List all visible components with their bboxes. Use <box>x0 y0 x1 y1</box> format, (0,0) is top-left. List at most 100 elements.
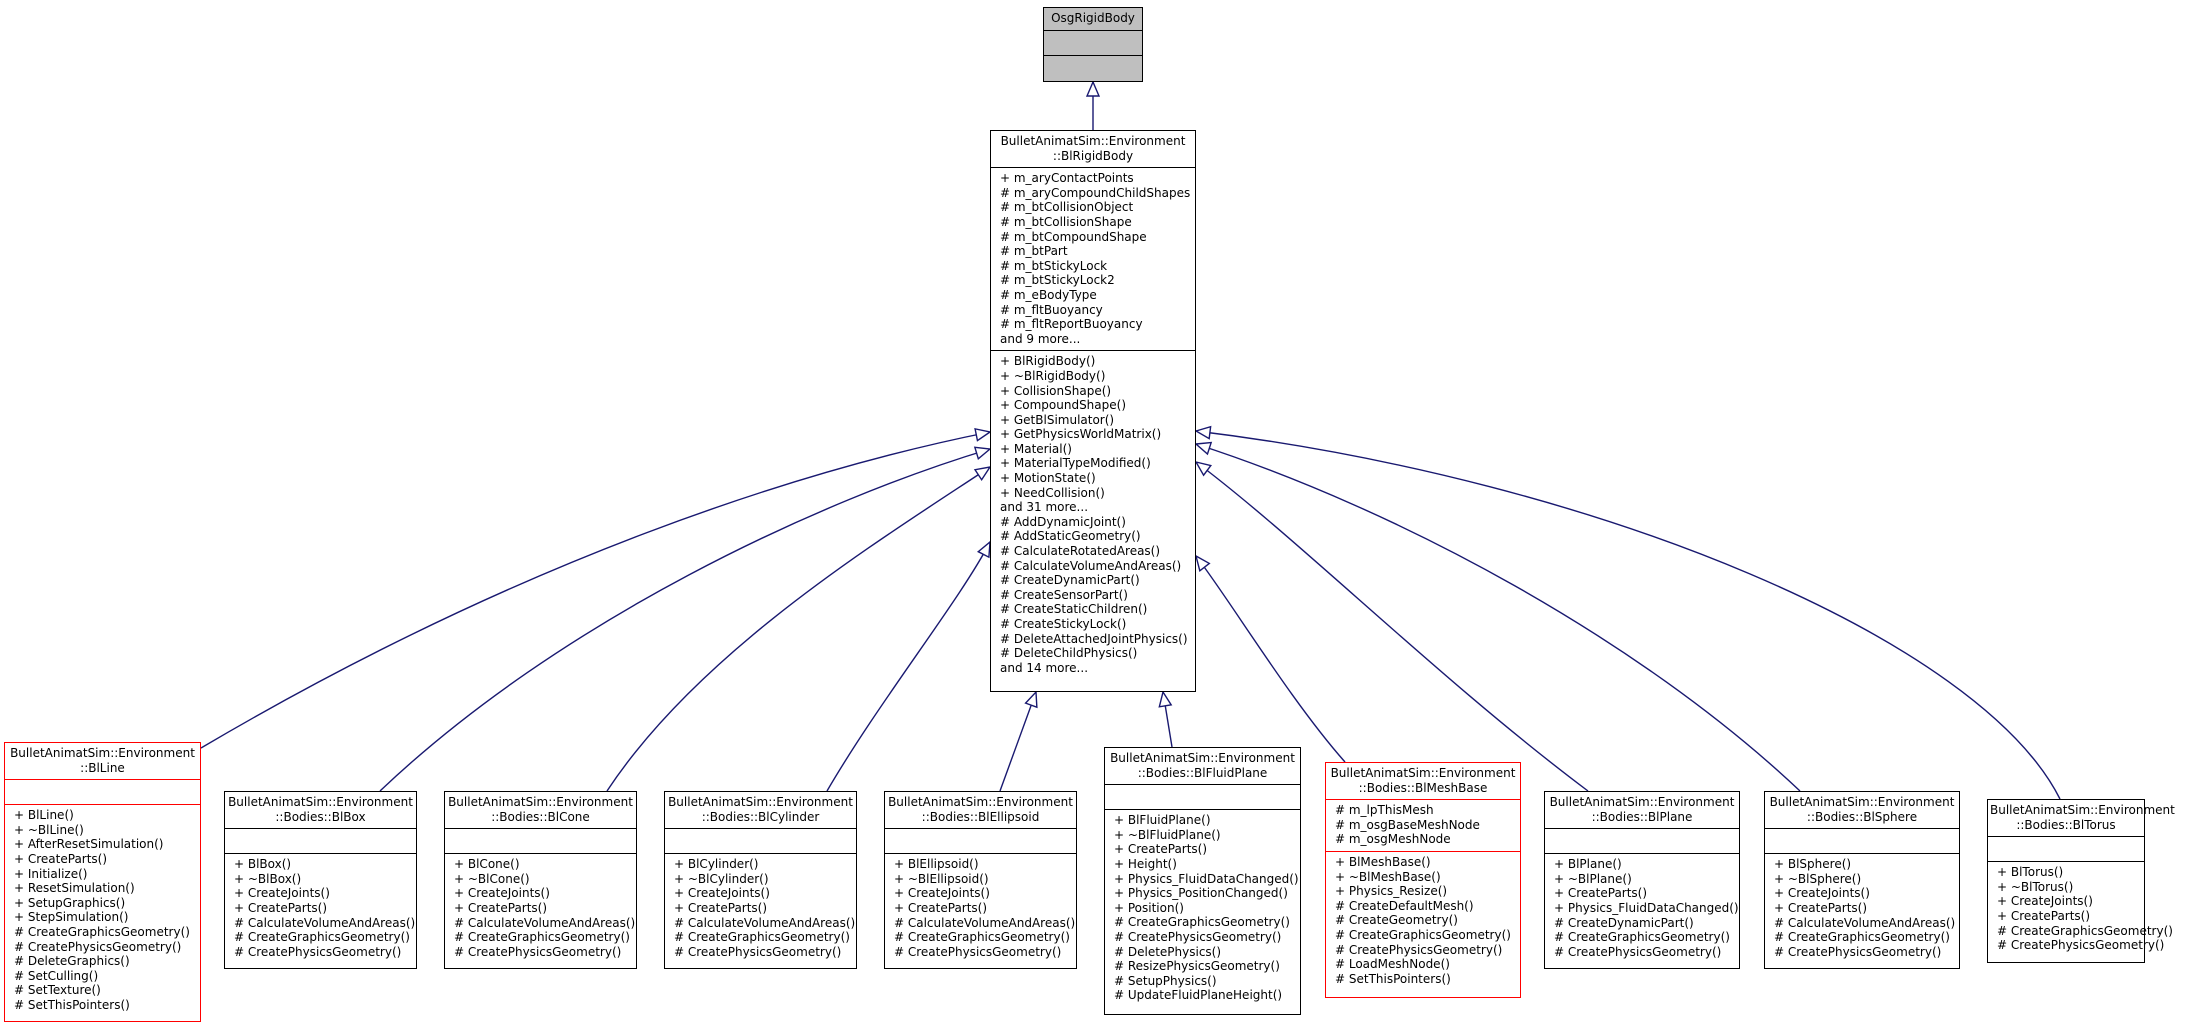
attribute-entry[interactable]: and 9 more... <box>1000 331 1081 346</box>
method-entry: + Position() <box>1114 900 1184 915</box>
inheritance-arrowhead-blmesh <box>1194 554 1211 572</box>
inheritance-arrowhead-blfluid <box>1158 690 1173 708</box>
method-entry: # CreatePhysicsGeometry() <box>14 939 182 954</box>
method-entry: + MotionState() <box>1000 471 1096 486</box>
attribute-entry: + m_aryContactPoints <box>1000 171 1134 186</box>
method-entry: + CreateJoints() <box>234 886 330 901</box>
attribute-entry: # m_btCompoundShape <box>1000 229 1147 244</box>
class-node-blcone[interactable]: BulletAnimatSim::Environment::Bodies::Bl… <box>444 791 637 969</box>
inheritance-arrowhead-blcyl <box>976 540 991 559</box>
class-name: BulletAnimatSim::Environment::Bodies::Bl… <box>1988 800 2175 836</box>
method-entry: # CreateGraphicsGeometry() <box>1554 930 1730 945</box>
method-entry: # CalculateVolumeAndAreas() <box>454 915 636 930</box>
class-node-blfluid[interactable]: BulletAnimatSim::Environment::Bodies::Bl… <box>1104 747 1301 1015</box>
method-entry: + ~BlLine() <box>14 822 84 837</box>
method-entry: # CreateStaticChildren() <box>1000 602 1148 617</box>
method-entry[interactable]: and 14 more... <box>1000 660 1089 675</box>
class-methods: + BlEllipsoid()+ ~BlEllipsoid()+ CreateJ… <box>885 853 1076 963</box>
method-entry: # ResizePhysicsGeometry() <box>1114 959 1280 974</box>
method-entry: + NeedCollision() <box>1000 485 1105 500</box>
method-entry[interactable]: and 31 more... <box>1000 500 1089 515</box>
method-entry: + BlMeshBase() <box>1335 854 1431 869</box>
method-entry: + CreateParts() <box>1997 908 2091 923</box>
inheritance-arrowhead-blrigid <box>1085 80 1101 97</box>
class-name-line: BulletAnimatSim::Environment <box>1330 766 1516 780</box>
attribute-entry: # m_fltReportBuoyancy <box>1000 317 1143 332</box>
method-entry: + Physics_Resize() <box>1335 884 1448 899</box>
method-entry: + CreateParts() <box>234 900 328 915</box>
method-entry: + CollisionShape() <box>1000 383 1112 398</box>
class-node-osg[interactable]: OsgRigidBody <box>1043 7 1143 82</box>
method-entry: # CreateGraphicsGeometry() <box>674 930 850 945</box>
method-entry: # CreatePhysicsGeometry() <box>1774 944 1942 959</box>
class-name: BulletAnimatSim::Environment::Bodies::Bl… <box>1545 792 1739 828</box>
method-entry: # CreatePhysicsGeometry() <box>1335 942 1503 957</box>
class-node-blbox[interactable]: BulletAnimatSim::Environment::Bodies::Bl… <box>224 791 417 969</box>
class-methods: + BlSphere()+ ~BlSphere()+ CreateJoints(… <box>1765 853 1959 963</box>
method-entry: + CreateJoints() <box>894 886 990 901</box>
attribute-entry: # m_osgMeshNode <box>1335 832 1451 847</box>
method-entry: + CreateJoints() <box>1774 886 1870 901</box>
method-entry: # CreateGraphicsGeometry() <box>14 924 190 939</box>
class-node-bltorus[interactable]: BulletAnimatSim::Environment::Bodies::Bl… <box>1987 799 2175 963</box>
attribute-entry: # m_btStickyLock2 <box>1000 273 1115 288</box>
class-node-blell[interactable]: BulletAnimatSim::Environment::Bodies::Bl… <box>884 791 1077 969</box>
attribute-entry: # m_osgBaseMeshNode <box>1335 817 1480 832</box>
method-entry: + BlSphere() <box>1774 857 1852 872</box>
method-entry: # CalculateVolumeAndAreas() <box>234 915 416 930</box>
class-name: BulletAnimatSim::Environment::BlRigidBod… <box>991 131 1195 167</box>
method-entry: + CreateParts() <box>454 900 548 915</box>
method-entry: # CreateDynamicPart() <box>1000 573 1140 588</box>
inheritance-arrowhead-blell <box>1024 690 1038 709</box>
class-name-line: BulletAnimatSim::Environment <box>10 746 195 760</box>
class-attributes <box>445 828 636 853</box>
class-name-line: OsgRigidBody <box>1051 11 1135 25</box>
method-entry: + ~BlEllipsoid() <box>894 871 989 886</box>
method-entry: # LoadMeshNode() <box>1335 957 1450 972</box>
method-entry: # CreatePhysicsGeometry() <box>1114 929 1282 944</box>
method-entry: + BlLine() <box>14 808 74 823</box>
method-entry: # CreateGraphicsGeometry() <box>1114 915 1290 930</box>
method-entry: + ~BlBox() <box>234 871 302 886</box>
class-node-blrigid[interactable]: BulletAnimatSim::Environment::BlRigidBod… <box>990 130 1196 692</box>
inheritance-edge-blcyl <box>826 541 991 792</box>
class-node-blmesh[interactable]: BulletAnimatSim::Environment::Bodies::Bl… <box>1325 762 1521 998</box>
class-name-line: ::Bodies::BlCone <box>491 809 590 824</box>
method-entry: # SetupPhysics() <box>1114 973 1217 988</box>
method-entry: + BlCone() <box>454 857 520 872</box>
attribute-entry: # m_btPart <box>1000 244 1068 259</box>
method-entry: # CreateGraphicsGeometry() <box>234 930 410 945</box>
class-name-line: ::Bodies::BlFluidPlane <box>1137 765 1268 780</box>
class-name-line: BulletAnimatSim::Environment <box>228 795 413 809</box>
inheritance-edge-blline <box>200 431 991 749</box>
method-entry: + GetBlSimulator() <box>1000 412 1115 427</box>
class-name: BulletAnimatSim::Environment::Bodies::Bl… <box>445 792 636 828</box>
class-methods: + BlCylinder()+ ~BlCylinder()+ CreateJoi… <box>665 853 856 963</box>
method-entry: # CreatePhysicsGeometry() <box>894 944 1062 959</box>
inheritance-edge-bltorus <box>1195 430 2061 800</box>
inheritance-edge-blsphere <box>1195 443 1801 792</box>
method-entry: + SetupGraphics() <box>14 895 126 910</box>
method-entry: # CreatePhysicsGeometry() <box>454 944 622 959</box>
method-entry: # AddDynamicJoint() <box>1000 514 1126 529</box>
method-entry: + CreateParts() <box>894 900 988 915</box>
method-entry: + ~BlMeshBase() <box>1335 869 1441 884</box>
inheritance-edge-blell <box>999 691 1037 792</box>
attribute-entry: # m_fltBuoyancy <box>1000 302 1103 317</box>
method-entry: + BlEllipsoid() <box>894 857 979 872</box>
method-entry: # CreatePhysicsGeometry() <box>234 944 402 959</box>
attribute-entry: # m_aryCompoundChildShapes <box>1000 185 1191 200</box>
class-node-blsphere[interactable]: BulletAnimatSim::Environment::Bodies::Bl… <box>1764 791 1960 969</box>
class-node-blline[interactable]: BulletAnimatSim::Environment::BlLine+ Bl… <box>4 742 201 1022</box>
class-node-blplane[interactable]: BulletAnimatSim::Environment::Bodies::Bl… <box>1544 791 1740 969</box>
class-attributes <box>1545 828 1739 853</box>
class-attributes <box>1105 784 1300 809</box>
class-attributes <box>665 828 856 853</box>
method-entry: + CompoundShape() <box>1000 398 1127 413</box>
class-node-blcyl[interactable]: BulletAnimatSim::Environment::Bodies::Bl… <box>664 791 857 969</box>
class-name: BulletAnimatSim::Environment::Bodies::Bl… <box>665 792 856 828</box>
class-attributes <box>1044 29 1142 55</box>
class-name-line: BulletAnimatSim::Environment <box>1000 134 1186 148</box>
method-entry: + MaterialTypeModified() <box>1000 456 1151 471</box>
